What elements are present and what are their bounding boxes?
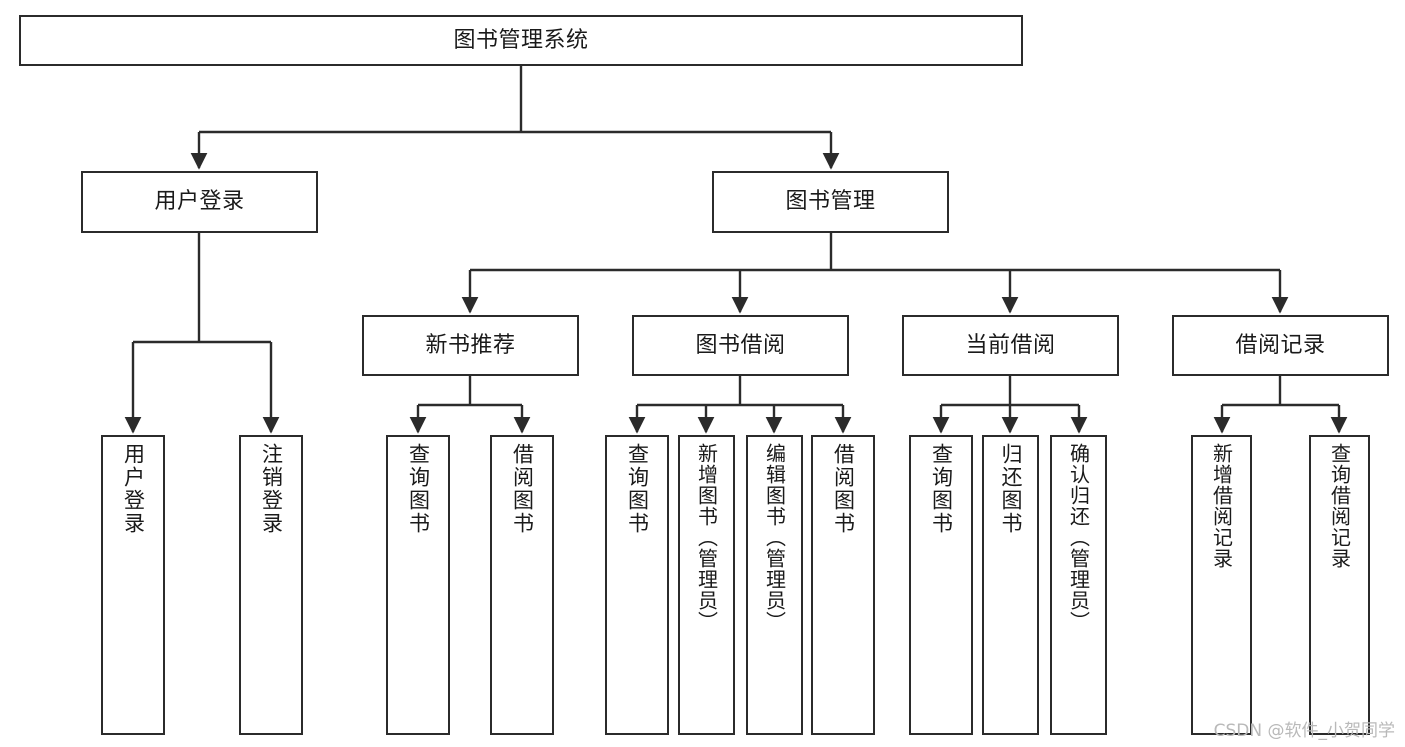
node-new-book-recommend[interactable]: 新书推荐 [362, 315, 579, 376]
node-label: 借阅图书 [510, 443, 535, 535]
node-label: 图书管理 [785, 189, 876, 215]
node-label: 借阅图书 [831, 443, 856, 535]
node-book-management[interactable]: 图书管理 [712, 171, 949, 233]
leaf-query-book-borrow[interactable]: 查询图书 [605, 435, 669, 735]
node-label: 用户登录 [154, 189, 245, 215]
node-label: 查询图书 [625, 443, 650, 535]
node-label: 查询图书 [929, 443, 954, 535]
node-label: 注销登录 [259, 443, 284, 535]
leaf-user-login[interactable]: 用户登录 [101, 435, 165, 735]
node-label: 查询图书 [406, 443, 431, 535]
node-label: 当前借阅 [965, 332, 1056, 358]
node-current-borrow[interactable]: 当前借阅 [902, 315, 1119, 376]
leaf-borrow-book-recommend[interactable]: 借阅图书 [490, 435, 554, 735]
node-root-book-management-system[interactable]: 图书管理系统 [19, 15, 1023, 66]
node-label: 新增借阅记录 [1209, 443, 1234, 569]
leaf-add-borrow-record[interactable]: 新增借阅记录 [1191, 435, 1252, 735]
leaf-query-borrow-record[interactable]: 查询借阅记录 [1309, 435, 1370, 735]
leaf-confirm-return-admin[interactable]: 确认归还（管理员） [1050, 435, 1107, 735]
node-label: 新增图书（管理员） [694, 443, 719, 632]
node-borrow-records[interactable]: 借阅记录 [1172, 315, 1389, 376]
leaf-add-book-admin[interactable]: 新增图书（管理员） [678, 435, 735, 735]
node-label: 归还图书 [999, 443, 1023, 535]
node-label: 借阅记录 [1235, 332, 1326, 358]
node-label: 查询借阅记录 [1327, 443, 1352, 569]
leaf-edit-book-admin[interactable]: 编辑图书（管理员） [746, 435, 803, 735]
node-book-borrow[interactable]: 图书借阅 [632, 315, 849, 376]
node-user-login[interactable]: 用户登录 [81, 171, 318, 233]
leaf-borrow-book[interactable]: 借阅图书 [811, 435, 875, 735]
node-label: 用户登录 [121, 443, 146, 535]
leaf-return-book[interactable]: 归还图书 [982, 435, 1039, 735]
node-label: 新书推荐 [425, 332, 516, 358]
node-label: 编辑图书（管理员） [762, 443, 787, 632]
node-label: 图书管理系统 [453, 27, 589, 53]
leaf-logout[interactable]: 注销登录 [239, 435, 303, 735]
node-label: 确认归还（管理员） [1066, 443, 1091, 632]
leaf-query-book-current[interactable]: 查询图书 [909, 435, 973, 735]
watermark: CSDN @软件_小贺同学 [1213, 721, 1395, 741]
node-label: 图书借阅 [695, 332, 786, 358]
leaf-query-book-recommend[interactable]: 查询图书 [386, 435, 450, 735]
